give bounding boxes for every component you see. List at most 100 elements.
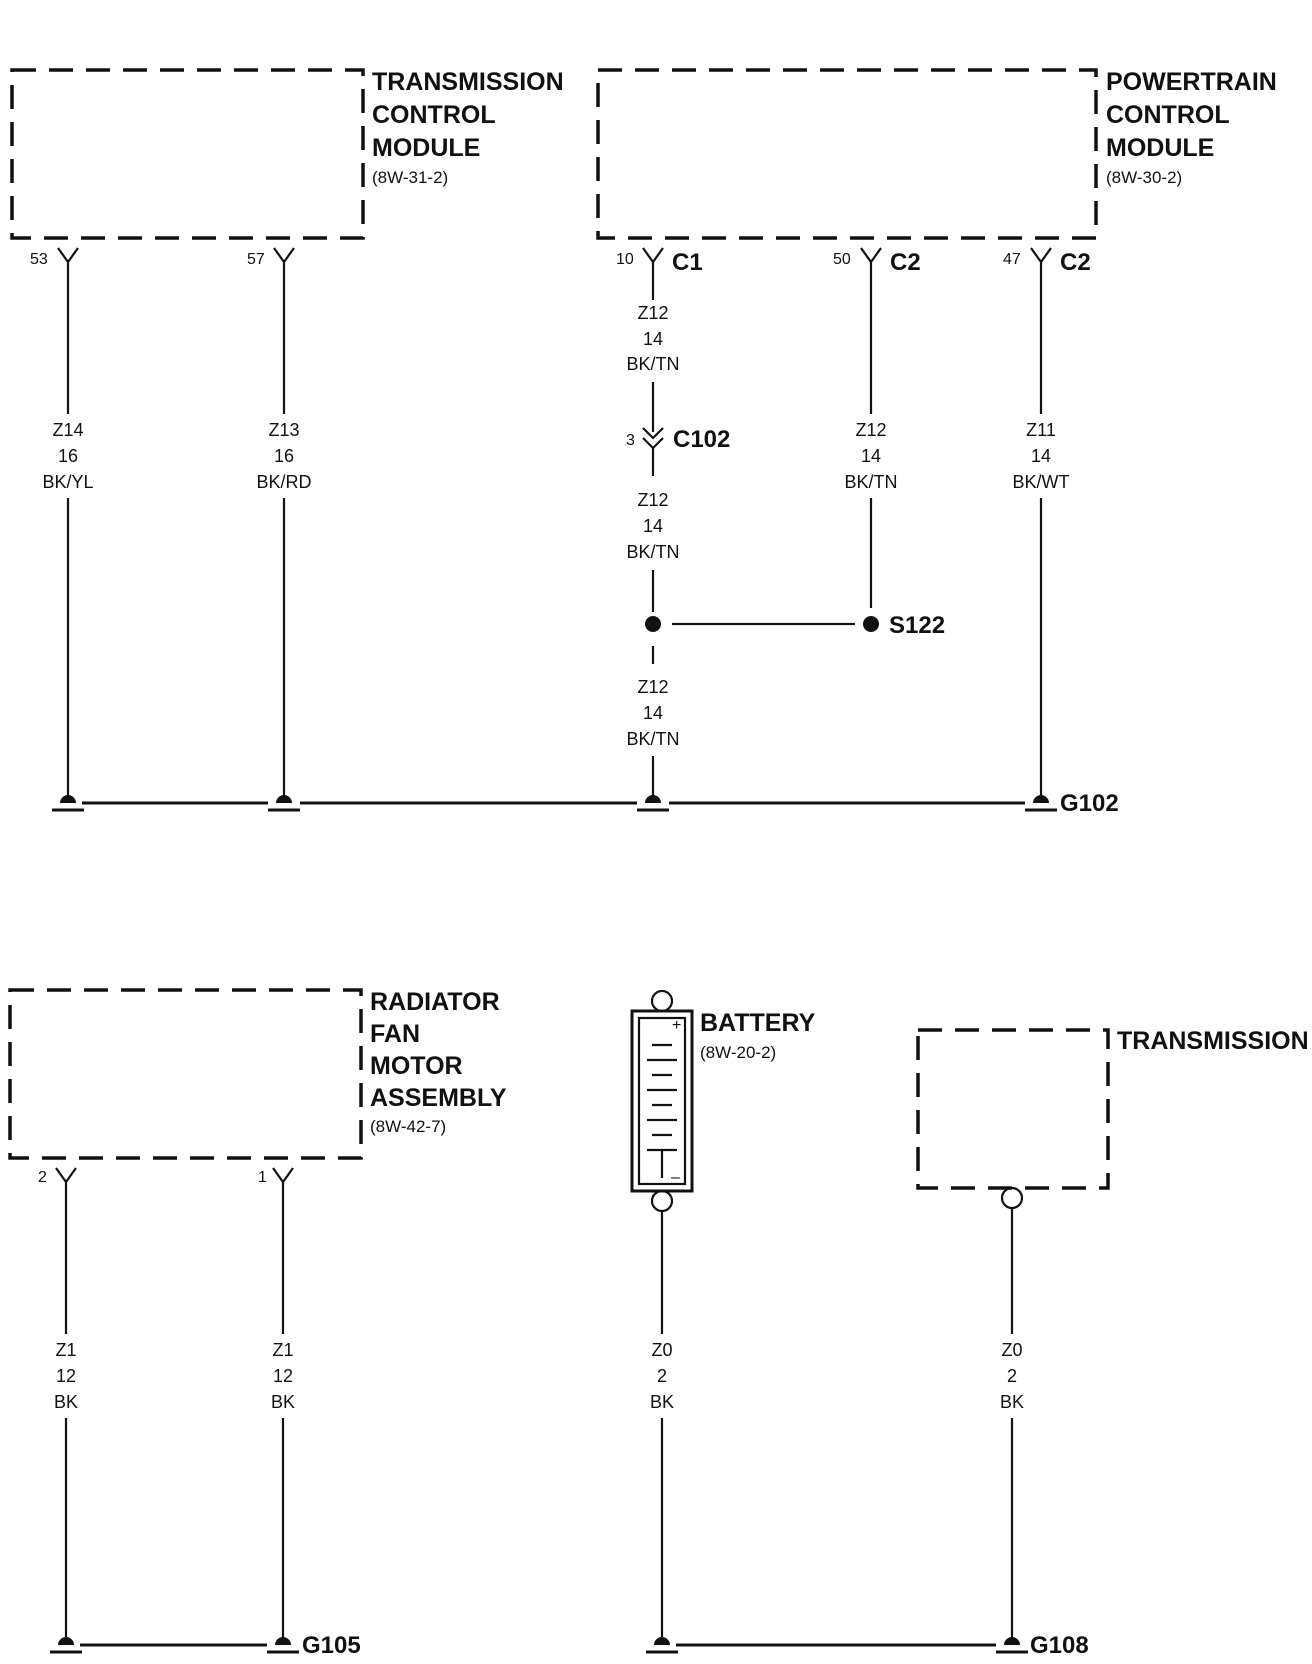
wire-circuit: Z1	[55, 1340, 76, 1360]
wire-gauge: 14	[643, 516, 663, 536]
ground-icon	[637, 795, 669, 812]
wire-gauge: 12	[56, 1366, 76, 1386]
wire-gauge: 14	[643, 703, 663, 723]
splice-s122: S122 Z12 14 BK/TN	[626, 612, 945, 796]
wire-color: BK	[650, 1392, 674, 1412]
pcm-pin-47: 47 C2 Z11 14 BK/WT	[1003, 247, 1091, 796]
pin-number: 2	[38, 1169, 47, 1186]
wire-color: BK	[271, 1392, 295, 1412]
fan-label-line-3: MOTOR	[370, 1052, 463, 1080]
tcm-pin-57: 57 Z13 16 BK/RD	[247, 247, 312, 796]
wire-circuit: Z1	[272, 1340, 293, 1360]
ground-icon	[50, 1637, 82, 1654]
tcm-label-line-1: TRANSMISSION	[372, 68, 564, 96]
wire-color: BK/TN	[626, 354, 679, 374]
fan-block: RADIATOR FAN MOTOR ASSEMBLY (8W-42-7)	[8, 988, 507, 1160]
fan-pin-1: 1 Z1 12 BK	[258, 1167, 295, 1638]
fan-label-line-4: ASSEMBLY	[370, 1084, 507, 1112]
ground-label: G105	[302, 1632, 361, 1659]
battery-reference: (8W-20-2)	[700, 1043, 776, 1062]
transmission-block: TRANSMISSION	[916, 1027, 1309, 1210]
pcm-pin-10: 10 C1 Z12 14 BK/TN	[616, 247, 703, 432]
wire-color: BK/RD	[256, 472, 311, 492]
pcm-block: POWERTRAIN CONTROL MODULE (8W-30-2)	[596, 68, 1277, 240]
eyelet-terminal-icon	[1000, 1186, 1024, 1210]
wire-circuit: Z12	[637, 677, 668, 697]
wire-color: BK	[1000, 1392, 1024, 1412]
tcm-reference: (8W-31-2)	[372, 168, 448, 187]
positive-sign: +	[672, 1017, 681, 1034]
wire-color: BK/YL	[42, 472, 93, 492]
splice-dot-icon	[645, 616, 661, 632]
fan-label-line-1: RADIATOR	[370, 988, 500, 1016]
ground-icon	[1025, 795, 1057, 812]
female-terminal-icon	[273, 247, 295, 268]
ground-g102: G102	[52, 790, 1119, 817]
splice-dot-icon	[863, 616, 879, 632]
inline-connector-c102: 3 C102 Z12 14 BK/TN	[626, 426, 730, 612]
pin-number: 10	[616, 251, 634, 268]
female-terminal-icon	[860, 247, 882, 268]
wire-circuit: Z12	[637, 303, 668, 323]
wire-gauge: 14	[861, 446, 881, 466]
pin-number: 53	[30, 251, 48, 268]
female-terminal-icon	[57, 247, 79, 268]
female-terminal-icon	[642, 247, 664, 268]
inline-connector-label: C102	[673, 426, 730, 453]
wire-circuit: Z13	[268, 420, 299, 440]
pcm-pin-50: 50 C2 Z12 14 BK/TN	[833, 247, 921, 608]
connector-pin-number: 3	[626, 432, 635, 449]
ground-icon	[646, 1637, 678, 1654]
ground-g105: G105	[50, 1632, 361, 1659]
pin-number: 57	[247, 251, 265, 268]
female-terminal-icon	[55, 1167, 77, 1188]
wire-gauge: 16	[58, 446, 78, 466]
wire-circuit: Z12	[855, 420, 886, 440]
wire-gauge: 14	[1031, 446, 1051, 466]
ground-label: G108	[1030, 1632, 1089, 1659]
female-terminal-icon	[272, 1167, 294, 1188]
tcm-outline	[10, 68, 365, 240]
pin-number: 1	[258, 1169, 267, 1186]
pcm-reference: (8W-30-2)	[1106, 168, 1182, 187]
wire-gauge: 16	[274, 446, 294, 466]
battery-negative-terminal-icon	[650, 1189, 674, 1213]
wire-circuit: Z0	[651, 1340, 672, 1360]
transmission-outline	[916, 1028, 1110, 1190]
pcm-label-line-1: POWERTRAIN	[1106, 68, 1277, 96]
wire-color: BK/TN	[844, 472, 897, 492]
wire-circuit: Z12	[637, 490, 668, 510]
transmission-label: TRANSMISSION	[1117, 1027, 1309, 1055]
transmission-ground-wire: Z0 2 BK	[1000, 1208, 1024, 1638]
wire-gauge: 2	[657, 1366, 667, 1386]
wire-color: BK/TN	[626, 729, 679, 749]
fan-label-line-2: FAN	[370, 1020, 420, 1048]
fan-outline	[8, 988, 363, 1160]
wire-gauge: 14	[643, 329, 663, 349]
ground-g108: G108	[646, 1632, 1089, 1659]
wire-circuit: Z11	[1026, 420, 1056, 440]
connector-label: C2	[1060, 249, 1091, 276]
wire-color: BK/WT	[1013, 472, 1070, 492]
connector-label: C1	[672, 249, 703, 276]
pcm-outline	[596, 68, 1098, 240]
pcm-label-line-3: MODULE	[1106, 134, 1214, 162]
ground-icon	[267, 1637, 299, 1654]
battery-block: + – BATTERY (8W-20-2)	[630, 989, 816, 1213]
pcm-label-line-2: CONTROL	[1106, 101, 1230, 129]
ground-icon	[996, 1637, 1028, 1654]
tcm-block: TRANSMISSION CONTROL MODULE (8W-31-2)	[10, 68, 564, 240]
splice-label: S122	[889, 612, 945, 639]
female-terminal-icon	[1030, 247, 1052, 268]
battery-label: BATTERY	[700, 1009, 816, 1037]
ground-icon	[52, 795, 84, 812]
negative-sign: –	[671, 1169, 680, 1186]
tcm-label-line-2: CONTROL	[372, 101, 496, 129]
wire-color: BK	[54, 1392, 78, 1412]
pin-number: 50	[833, 251, 851, 268]
wire-color: BK/TN	[626, 542, 679, 562]
fan-pin-2: 2 Z1 12 BK	[38, 1167, 78, 1638]
wire-circuit: Z0	[1001, 1340, 1022, 1360]
pin-number: 47	[1003, 251, 1021, 268]
